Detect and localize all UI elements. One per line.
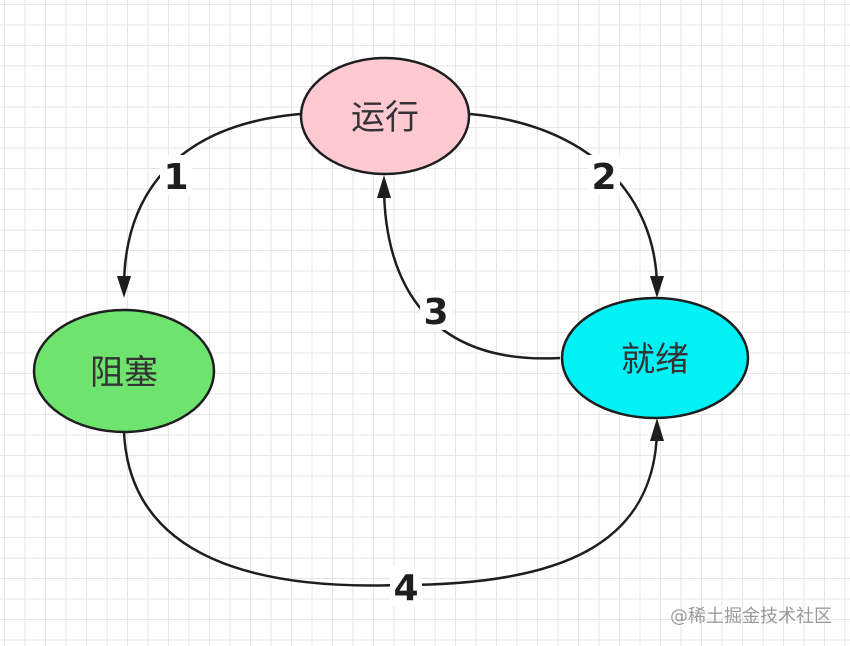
- arrowhead-edge-2: [650, 276, 664, 298]
- node-running[interactable]: [299, 56, 471, 176]
- edge-label-bg-3: [420, 290, 452, 330]
- node-running-label: 运行: [351, 98, 419, 138]
- edge-label-4: 4: [393, 568, 418, 609]
- edge-label-1: 1: [163, 157, 188, 198]
- arrowhead-edge-1: [117, 276, 131, 298]
- node-ready[interactable]: [560, 296, 750, 420]
- arrowhead-edge-3: [377, 175, 391, 198]
- edge-running-to-ready: [469, 112, 659, 286]
- edge-label-bg-1: [160, 155, 192, 195]
- node-ready-label: 就绪: [621, 340, 689, 380]
- edge-running-to-blocked: [122, 112, 301, 286]
- edge-label-3: 3: [423, 292, 448, 333]
- watermark: @稀土掘金技术社区: [670, 606, 832, 627]
- edge-label-2: 2: [591, 157, 616, 198]
- node-blocked[interactable]: [32, 308, 216, 434]
- edge-label-bg-2: [588, 155, 620, 195]
- node-blocked-label: 阻塞: [90, 353, 158, 393]
- edge-blocked-to-ready: [122, 429, 659, 587]
- edge-label-bg-4: [390, 566, 422, 606]
- arrowhead-edge-4: [650, 418, 664, 441]
- edge-ready-to-running: [382, 187, 561, 360]
